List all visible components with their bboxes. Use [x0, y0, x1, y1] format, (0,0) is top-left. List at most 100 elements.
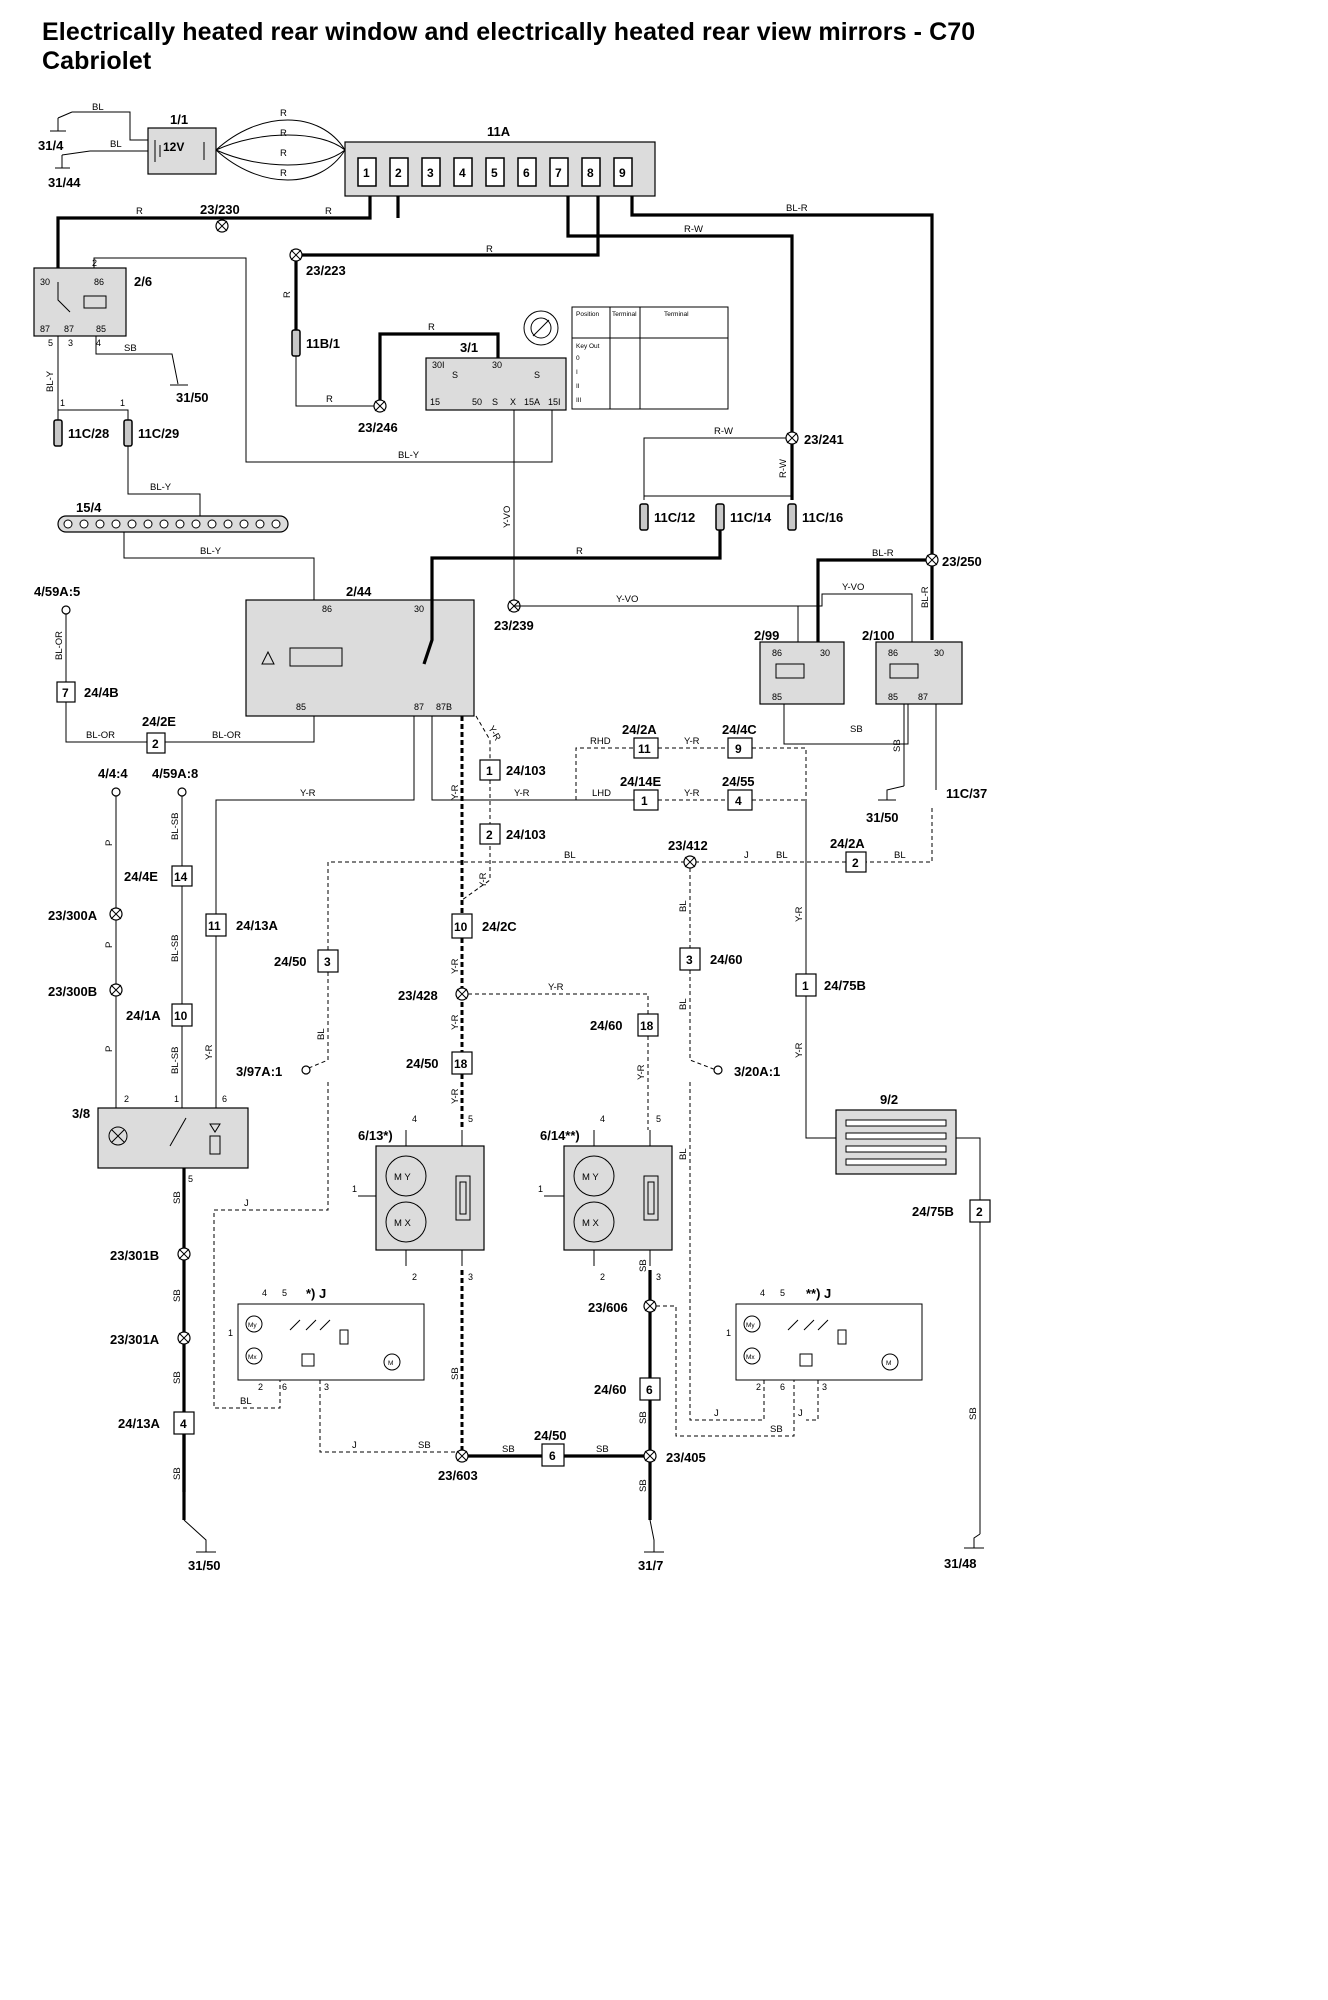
- battery-label: 1/1: [170, 112, 188, 127]
- wire-label: BL: [92, 102, 104, 113]
- label: 3: [324, 955, 331, 969]
- connector-24-50-b: 18 24/50: [406, 1051, 473, 1075]
- pin: 86: [322, 604, 332, 614]
- ground-label: 31/50: [188, 1558, 221, 1572]
- wire-label: SB: [850, 724, 863, 735]
- wire-label: Y-R: [450, 784, 461, 800]
- wire-label: Y-R: [636, 1064, 647, 1080]
- wire-label: SB: [770, 1424, 783, 1435]
- relay-label: 2/100: [862, 628, 895, 643]
- strip-terminal: [143, 519, 153, 529]
- label: 24/55: [722, 774, 755, 789]
- label: 24/60: [594, 1382, 627, 1397]
- motor-label: M: [886, 1360, 891, 1367]
- pin: 4: [760, 1288, 765, 1298]
- pin: 85: [96, 324, 106, 334]
- splice-label: 23/412: [668, 838, 708, 853]
- wire-label: R: [280, 168, 287, 179]
- rhd-label: RHD: [590, 736, 611, 747]
- wire-label: R: [576, 546, 583, 557]
- pin: 1: [726, 1328, 731, 1338]
- label: 1: [802, 979, 809, 993]
- wire-label: SB: [638, 1259, 649, 1272]
- motor-label: M Y: [582, 1172, 599, 1183]
- ground-label: 31/50: [866, 810, 899, 825]
- strip-terminal: [175, 519, 185, 529]
- wire-label: Y-R: [450, 1014, 461, 1030]
- pin: 86: [772, 648, 782, 658]
- splice-label: 23/405: [666, 1450, 706, 1465]
- pin: 30: [492, 360, 502, 370]
- table-header: Position: [576, 311, 600, 318]
- connector-24-14E: 1 24/14E: [620, 774, 662, 811]
- pin: 3: [468, 1272, 473, 1282]
- strip-terminal: [271, 519, 281, 529]
- label: 24/4B: [84, 685, 119, 700]
- table-row-label: II: [576, 383, 580, 390]
- wire-label: BL-OR: [212, 730, 241, 741]
- wire-label: SB: [968, 1407, 979, 1420]
- pin: 30: [40, 277, 50, 287]
- pin: 1: [60, 398, 65, 408]
- fuse-11B-1: 11B/1: [291, 329, 340, 357]
- pin: 50: [472, 397, 482, 407]
- pin: 5: [656, 1114, 661, 1124]
- connector-label: 4/59A:5: [34, 584, 80, 599]
- wire-label: SB: [172, 1467, 183, 1480]
- splice-label: 23/246: [358, 420, 398, 435]
- pin: 4: [262, 1288, 267, 1298]
- label: 24/50: [274, 954, 307, 969]
- strip-terminal: [191, 519, 201, 529]
- fuse-cell: [453, 157, 473, 187]
- splice-23-606: 23/606: [588, 1299, 657, 1315]
- connector-24-103-a: 1 24/103: [479, 759, 546, 781]
- battery: 1/1 12V: [147, 112, 217, 175]
- wire-label: SB: [124, 343, 137, 354]
- ground-31-4: 31/4: [38, 111, 73, 153]
- motor-label: Mx: [746, 1354, 755, 1361]
- label: 24/60: [710, 952, 743, 967]
- mirror-label: 6/13*): [358, 1128, 393, 1143]
- wire-label: R-W: [714, 426, 733, 437]
- label: 4: [735, 794, 742, 808]
- connector-24-55: 4 24/55: [722, 774, 755, 811]
- wire-label: R: [280, 148, 287, 159]
- fuse-11C-16: 11C/16: [787, 503, 843, 531]
- fuse-cell: [581, 157, 601, 187]
- relay-label: 2/99: [754, 628, 779, 643]
- wire-label: SB: [638, 1479, 649, 1492]
- table-row-label: III: [576, 397, 582, 404]
- lhd-label: LHD: [592, 788, 611, 799]
- pin: 5: [188, 1174, 193, 1184]
- connector-24-1A: 10 24/1A: [126, 1003, 193, 1027]
- wire-label: P: [104, 840, 115, 846]
- wire-label: BL-Y: [200, 546, 222, 557]
- pin: 6: [780, 1382, 785, 1392]
- table-row-label: I: [576, 369, 578, 376]
- wire-label: SB: [502, 1444, 515, 1455]
- splice-23-603: 23/603: [438, 1449, 478, 1483]
- pin: 2: [258, 1382, 263, 1392]
- wire-label: Y-R: [204, 1044, 215, 1060]
- fuse-cell: [613, 157, 633, 187]
- wire-label: BL-Y: [398, 450, 420, 461]
- pin: 15: [430, 397, 440, 407]
- pin: 87B: [436, 702, 452, 712]
- wire-label: Y-R: [300, 788, 316, 799]
- splice-label: 23/230: [200, 202, 240, 217]
- label: 24/4C: [722, 722, 757, 737]
- connector-24-13A-bot: 4 24/13A: [118, 1411, 195, 1435]
- fuse-number: 9: [619, 166, 626, 180]
- wire-label: BL-Y: [45, 370, 56, 392]
- connector-strip-15-4: 15/4: [57, 500, 289, 533]
- label: 24/13A: [236, 918, 279, 933]
- wire-label: R: [325, 206, 332, 217]
- ground-31-44: 31/44: [48, 150, 91, 190]
- pin: 4: [96, 338, 101, 348]
- splice-label: 23/300A: [48, 908, 98, 923]
- wire-label: J: [798, 1408, 803, 1419]
- fuse-label: 11C/37: [946, 786, 987, 801]
- module-label: *) J: [306, 1286, 326, 1301]
- ignition-key-icon: [523, 310, 559, 346]
- splice-label: 23/606: [588, 1300, 628, 1315]
